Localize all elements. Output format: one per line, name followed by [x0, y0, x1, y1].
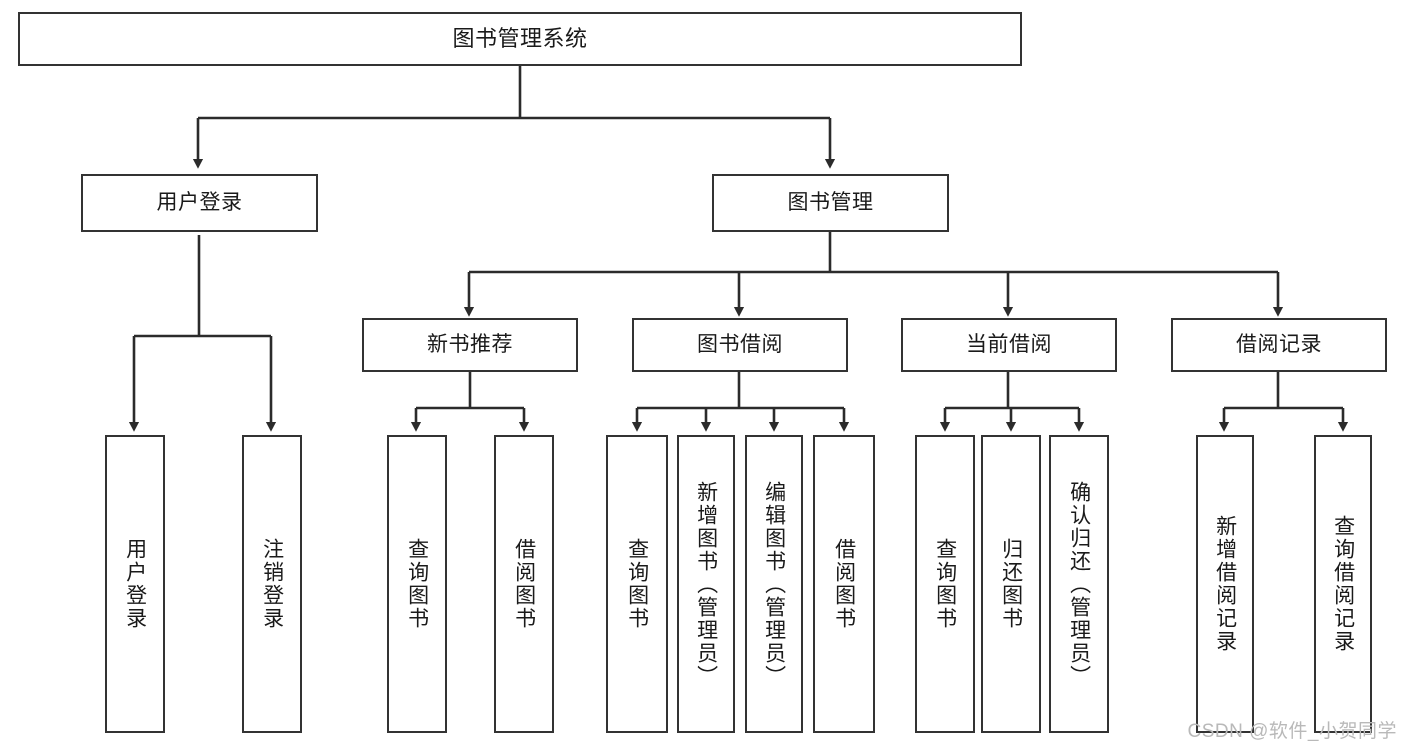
node-leaf-add-book-label: 新增图书（管理员） [694, 480, 718, 688]
node-leaf-edit-book-label: 编辑图书（管理员） [762, 480, 786, 688]
node-book-borrow[interactable]: 图书借阅 [632, 318, 848, 372]
watermark: CSDN @软件_小贺同学 [1187, 721, 1397, 742]
node-root-label: 图书管理系统 [452, 26, 588, 52]
node-borrow-record-label: 借阅记录 [1236, 332, 1322, 356]
node-leaf-query-book-2[interactable]: 查询图书 [606, 435, 668, 733]
node-leaf-query-book-3[interactable]: 查询图书 [915, 435, 975, 733]
node-new-book-recommend-label: 新书推荐 [427, 332, 513, 356]
node-leaf-logout-label: 注销登录 [260, 538, 284, 630]
node-root[interactable]: 图书管理系统 [18, 12, 1022, 66]
node-leaf-borrow-book-2-label: 借阅图书 [832, 538, 856, 630]
node-leaf-return-book[interactable]: 归还图书 [981, 435, 1041, 733]
node-leaf-edit-book[interactable]: 编辑图书（管理员） [745, 435, 803, 733]
node-leaf-logout[interactable]: 注销登录 [242, 435, 302, 733]
node-leaf-return-book-label: 归还图书 [999, 538, 1023, 630]
node-leaf-confirm-return-label: 确认归还（管理员） [1067, 480, 1091, 688]
node-leaf-user-login[interactable]: 用户登录 [105, 435, 165, 733]
node-leaf-add-record-label: 新增借阅记录 [1213, 515, 1237, 653]
node-leaf-confirm-return[interactable]: 确认归还（管理员） [1049, 435, 1109, 733]
node-leaf-add-book[interactable]: 新增图书（管理员） [677, 435, 735, 733]
node-leaf-query-record-label: 查询借阅记录 [1331, 515, 1355, 653]
node-borrow-record[interactable]: 借阅记录 [1171, 318, 1387, 372]
node-user-login[interactable]: 用户登录 [81, 174, 318, 232]
node-leaf-user-login-label: 用户登录 [123, 538, 147, 630]
node-leaf-add-record[interactable]: 新增借阅记录 [1196, 435, 1254, 733]
node-new-book-recommend[interactable]: 新书推荐 [362, 318, 578, 372]
node-leaf-borrow-book-1[interactable]: 借阅图书 [494, 435, 554, 733]
node-current-borrow[interactable]: 当前借阅 [901, 318, 1117, 372]
node-leaf-query-record[interactable]: 查询借阅记录 [1314, 435, 1372, 733]
node-leaf-query-book-2-label: 查询图书 [625, 538, 649, 630]
node-leaf-query-book-1-label: 查询图书 [405, 538, 429, 630]
node-leaf-query-book-3-label: 查询图书 [933, 538, 957, 630]
node-leaf-borrow-book-2[interactable]: 借阅图书 [813, 435, 875, 733]
node-leaf-borrow-book-1-label: 借阅图书 [512, 538, 536, 630]
node-leaf-query-book-1[interactable]: 查询图书 [387, 435, 447, 733]
node-book-borrow-label: 图书借阅 [697, 332, 783, 356]
node-current-borrow-label: 当前借阅 [966, 332, 1052, 356]
node-user-login-label: 用户登录 [156, 190, 243, 214]
node-book-manage-label: 图书管理 [787, 190, 874, 214]
node-book-manage[interactable]: 图书管理 [712, 174, 949, 232]
